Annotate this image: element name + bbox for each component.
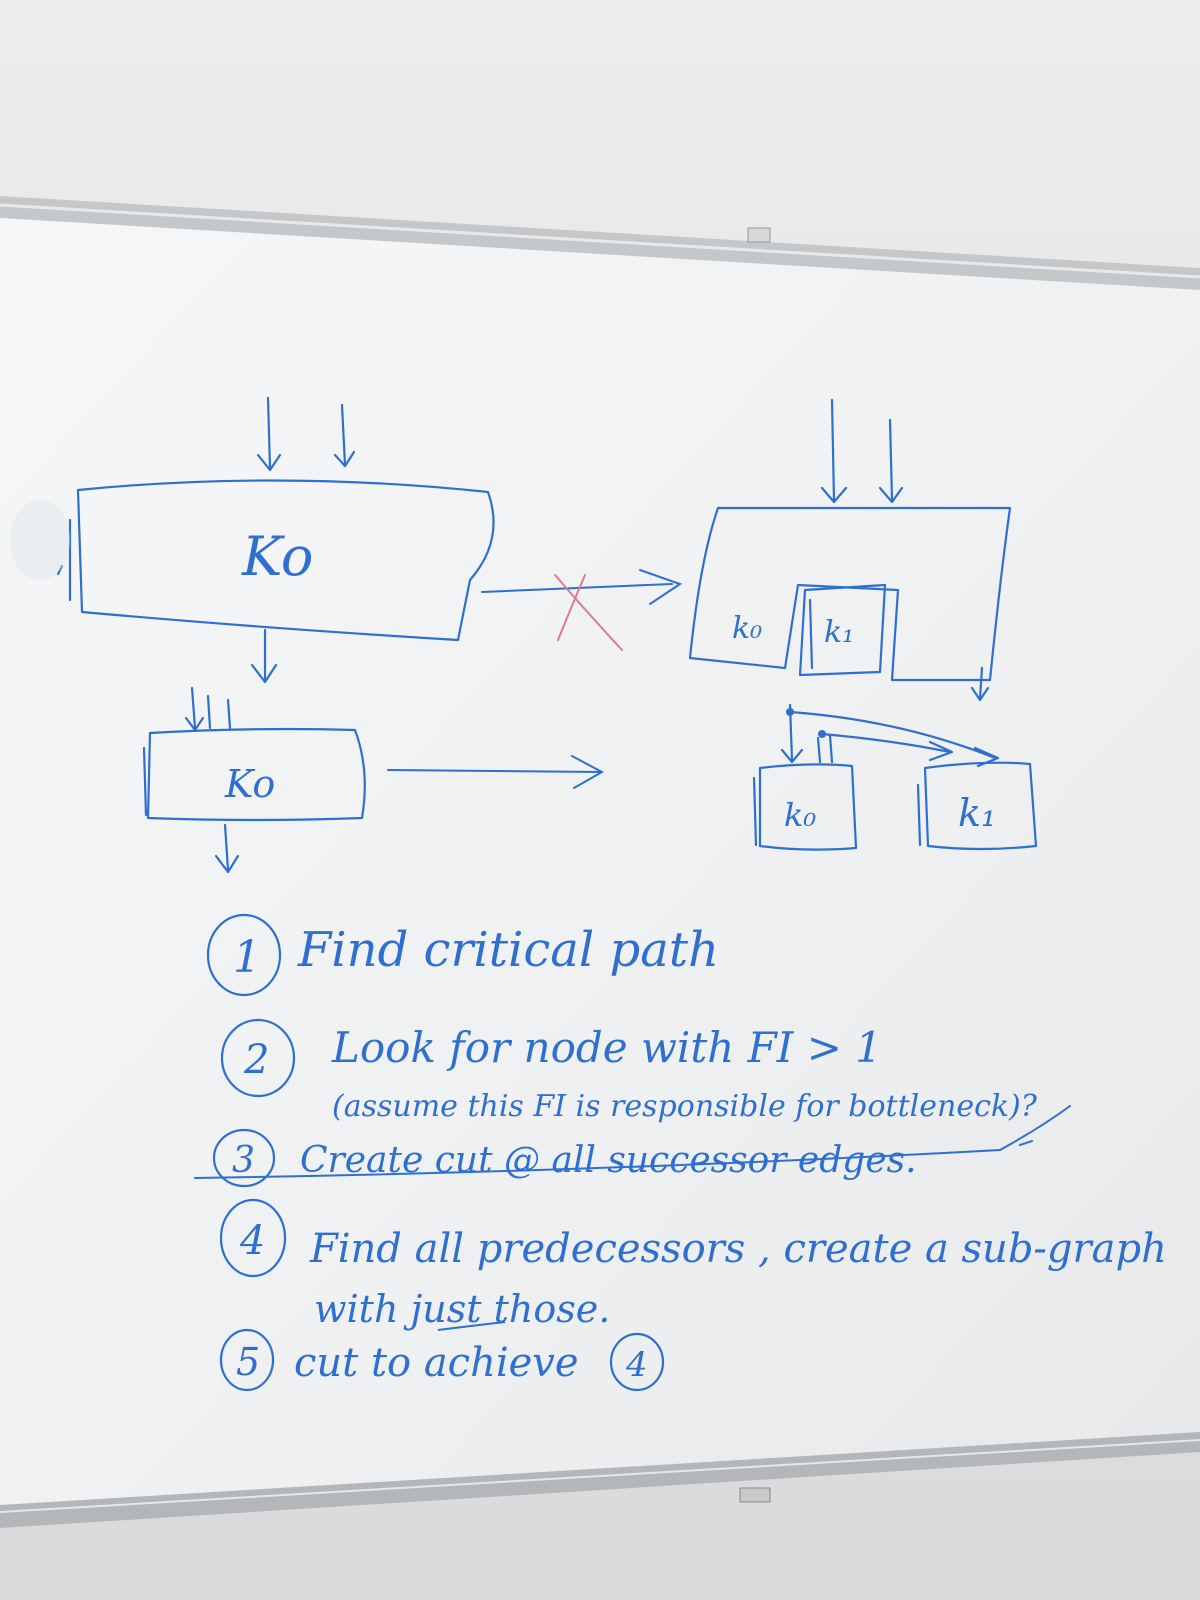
top-left-node-label: Ko [241, 525, 313, 588]
bottom-right-left-node-box [758, 763, 858, 851]
red-cross-mark [554, 574, 623, 651]
whiteboard-surface [0, 215, 1200, 1510]
top-left-node-group [56, 396, 495, 684]
bottom-left-node-label: Ko [224, 762, 275, 806]
input-arrow [340, 403, 347, 467]
bottom-frame-rail [0, 1432, 1200, 1528]
input-arrow [266, 396, 272, 470]
bottom-left-node-group [142, 686, 366, 874]
step-5-ref: 4 [625, 1345, 648, 1385]
top-frame-rail [0, 196, 1200, 290]
step-2-note: (assume this FI is responsible for bottl… [332, 1089, 1038, 1124]
top-right-inner-box [798, 583, 887, 677]
step-1-text: Find critical path [297, 922, 719, 978]
fanout-point [818, 730, 826, 738]
step-number-circles [206, 913, 665, 1392]
mount-clip-top [747, 227, 771, 243]
bottom-left-node-box [146, 727, 366, 822]
step-4-text: Find all predecessors , create a sub-gra… [309, 1226, 1167, 1272]
bottom-right-left-node-label: k₀ [784, 796, 816, 834]
top-right-outer-box [688, 506, 1012, 682]
step-5-number: 5 [236, 1340, 260, 1384]
step-3-number: 3 [232, 1140, 255, 1181]
transform-arrow-crossed [481, 569, 683, 651]
bottom-right-right-node-label: k₁ [958, 791, 996, 835]
top-right-inner-right-label: k₁ [824, 615, 854, 650]
marker-smudge [10, 500, 70, 580]
bottom-right-right-node-box [923, 761, 1038, 851]
top-right-inner-left-label: k₀ [732, 611, 762, 646]
step-4-continuation: with just those. [314, 1287, 610, 1331]
top-left-node-box [76, 479, 495, 642]
fanout-point [786, 708, 794, 716]
mount-clip-bottom [739, 1487, 771, 1503]
step-1-number: 1 [233, 932, 261, 983]
transform-arrow [387, 755, 605, 789]
step-2-number: 2 [243, 1037, 269, 1083]
step-4-number: 4 [239, 1218, 265, 1264]
step-5-text: cut to achieve [294, 1340, 579, 1386]
just-underline [437, 1321, 506, 1331]
top-right-node-group [688, 398, 1012, 702]
step-2-text: Look for node with FI > 1 [331, 1023, 882, 1072]
step-3-strikethrough [194, 1105, 1071, 1179]
